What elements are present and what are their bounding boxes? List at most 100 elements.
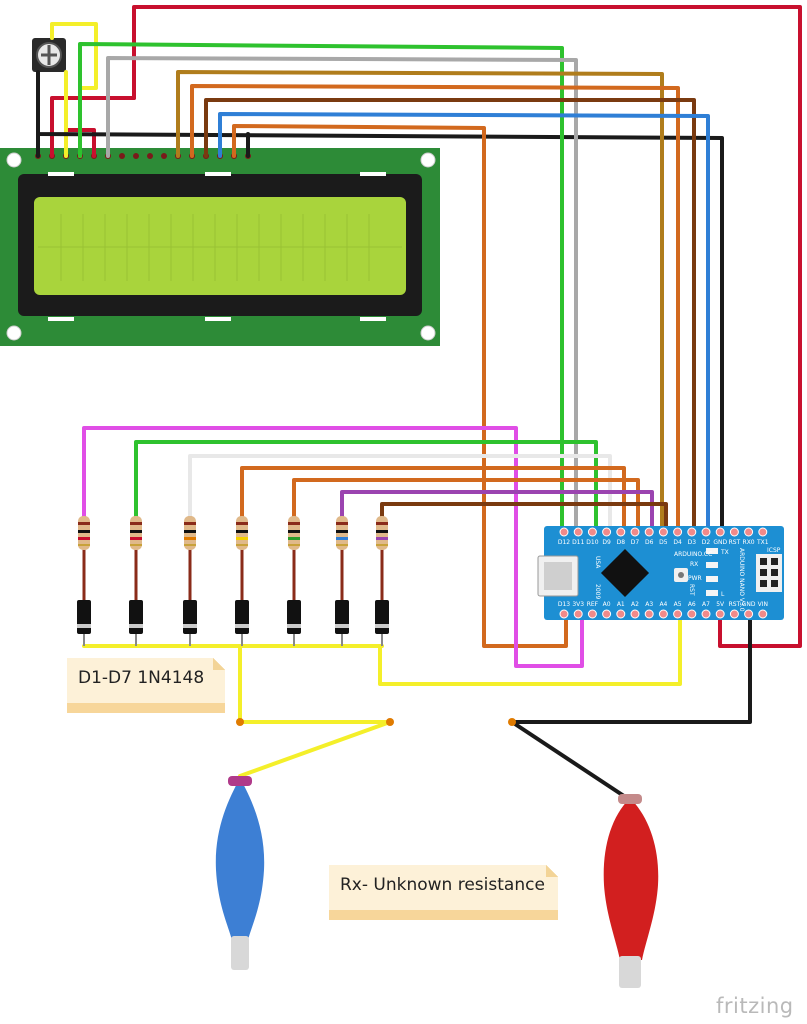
pin-hole-rst[interactable] bbox=[729, 609, 739, 619]
pin-label-a5: A5 bbox=[674, 601, 682, 608]
pin-label-5v: 5V bbox=[716, 601, 725, 608]
pin-label-d10: D10 bbox=[586, 539, 598, 546]
resistor-r1 bbox=[78, 516, 90, 600]
pin-label-d12: D12 bbox=[558, 539, 570, 546]
wire-purple-r6 bbox=[340, 490, 654, 532]
label-arduino-cc: ARDUINO.CC bbox=[674, 551, 712, 558]
label-tx: TX bbox=[720, 549, 729, 556]
wire-orange-r4 bbox=[240, 466, 626, 532]
diode-d4 bbox=[235, 600, 249, 646]
pin-label-3v3: 3V3 bbox=[572, 601, 584, 608]
resistor-diode-array bbox=[77, 516, 389, 646]
wire-pink-r1 bbox=[82, 426, 584, 668]
wire-red-5v bbox=[132, 5, 802, 648]
pin-hole-d2[interactable] bbox=[701, 527, 711, 537]
pin-label-rst: RST bbox=[729, 601, 741, 608]
pin-label-d4: D4 bbox=[673, 539, 682, 546]
pin-hole-a5[interactable] bbox=[673, 609, 683, 619]
pin-hole-a0[interactable] bbox=[602, 609, 612, 619]
diode-d1 bbox=[77, 600, 91, 646]
wire-gray-d11 bbox=[106, 56, 578, 532]
pin-hole-a7[interactable] bbox=[701, 609, 711, 619]
resistor-r6 bbox=[336, 516, 348, 600]
resistor-r5 bbox=[288, 516, 300, 600]
pin-label-d11: D11 bbox=[572, 539, 584, 546]
wire-red-pot bbox=[50, 96, 136, 158]
pin-hole-a4[interactable] bbox=[658, 609, 668, 619]
arduino-bottom-pins bbox=[559, 609, 768, 619]
wire-brown-d3 bbox=[204, 98, 696, 532]
resistor-r2 bbox=[130, 516, 142, 600]
pin-hole-tx1[interactable] bbox=[758, 527, 768, 537]
pin-hole-d12[interactable] bbox=[559, 527, 569, 537]
pin-hole-rx0[interactable] bbox=[744, 527, 754, 537]
label-rx: RX bbox=[690, 561, 698, 568]
resistor-r3 bbox=[184, 516, 196, 600]
pin-label-a6: A6 bbox=[688, 601, 696, 608]
label-nano-v3: ARDUINO NANO V3.0 bbox=[738, 548, 745, 612]
atmega-chip bbox=[600, 548, 650, 598]
note-rx-text: Rx- Unknown resistance bbox=[340, 875, 545, 895]
label-icsp: ICSP bbox=[767, 547, 781, 554]
pin-hole-d5[interactable] bbox=[658, 527, 668, 537]
pin-hole-a6[interactable] bbox=[687, 609, 697, 619]
wire-orange-d4 bbox=[190, 84, 680, 532]
arduino-pcb bbox=[544, 526, 784, 620]
diode-d7 bbox=[375, 600, 389, 646]
lcd-bezel-tab bbox=[360, 172, 386, 176]
pin-hole-d4[interactable] bbox=[673, 527, 683, 537]
pin-hole-a1[interactable] bbox=[616, 609, 626, 619]
wires bbox=[36, 5, 802, 802]
note-diodes: D1-D7 1N4148 bbox=[67, 658, 225, 713]
led-rx bbox=[706, 562, 718, 568]
pin-hole-a3[interactable] bbox=[644, 609, 654, 619]
red-alligator-clip bbox=[603, 794, 659, 988]
pin-label-vin: VIN bbox=[758, 601, 768, 608]
lcd-mount-hole bbox=[420, 152, 436, 168]
pin-hole-gnd[interactable] bbox=[715, 527, 725, 537]
pin-label-d8: D8 bbox=[617, 539, 626, 546]
icsp-header bbox=[756, 554, 782, 592]
arduino-top-pins bbox=[559, 527, 768, 537]
pin-hole-rst[interactable] bbox=[729, 527, 739, 537]
pin-hole-5v[interactable] bbox=[715, 609, 725, 619]
pin-label-a0: A0 bbox=[603, 601, 611, 608]
pin-hole-d9[interactable] bbox=[602, 527, 612, 537]
lcd-mount-hole bbox=[6, 325, 22, 341]
pin-label-d9: D9 bbox=[602, 539, 611, 546]
diode-d3 bbox=[183, 600, 197, 646]
wire-black-gnd bbox=[36, 70, 724, 532]
diode-d2 bbox=[129, 600, 143, 646]
pin-hole-ref[interactable] bbox=[587, 609, 597, 619]
pin-hole-vin[interactable] bbox=[758, 609, 768, 619]
junction-dots bbox=[236, 718, 516, 726]
pin-label-a4: A4 bbox=[659, 601, 667, 608]
pin-label-a2: A2 bbox=[631, 601, 639, 608]
lcd-mount-hole bbox=[6, 152, 22, 168]
pin-hole-d6[interactable] bbox=[644, 527, 654, 537]
pin-hole-a2[interactable] bbox=[630, 609, 640, 619]
lcd-mount-hole bbox=[420, 325, 436, 341]
pin-label-rx0: RX0 bbox=[743, 539, 755, 546]
lcd-bezel-tab bbox=[205, 317, 231, 321]
pin-hole-gnd[interactable] bbox=[744, 609, 754, 619]
pin-label-ref: REF bbox=[587, 601, 599, 608]
lcd-bezel-tab bbox=[205, 172, 231, 176]
wire-yellow-a5 bbox=[378, 612, 682, 686]
pin-hole-d11[interactable] bbox=[573, 527, 583, 537]
pin-hole-d8[interactable] bbox=[616, 527, 626, 537]
wire-brown-r7 bbox=[380, 502, 668, 532]
note-rx: Rx- Unknown resistance bbox=[329, 865, 558, 920]
pin-label-d6: D6 bbox=[645, 539, 654, 546]
pin-label-rst: RST bbox=[729, 539, 741, 546]
pin-hole-d7[interactable] bbox=[630, 527, 640, 537]
pin-hole-d3[interactable] bbox=[687, 527, 697, 537]
pin-hole-d13[interactable] bbox=[559, 609, 569, 619]
lcd-bezel-tab bbox=[48, 172, 74, 176]
lcd-screen bbox=[34, 197, 406, 295]
pin-hole-d10[interactable] bbox=[587, 527, 597, 537]
pin-hole-3v3[interactable] bbox=[573, 609, 583, 619]
label-rst: RST bbox=[688, 584, 695, 596]
pin-label-d2: D2 bbox=[702, 539, 711, 546]
